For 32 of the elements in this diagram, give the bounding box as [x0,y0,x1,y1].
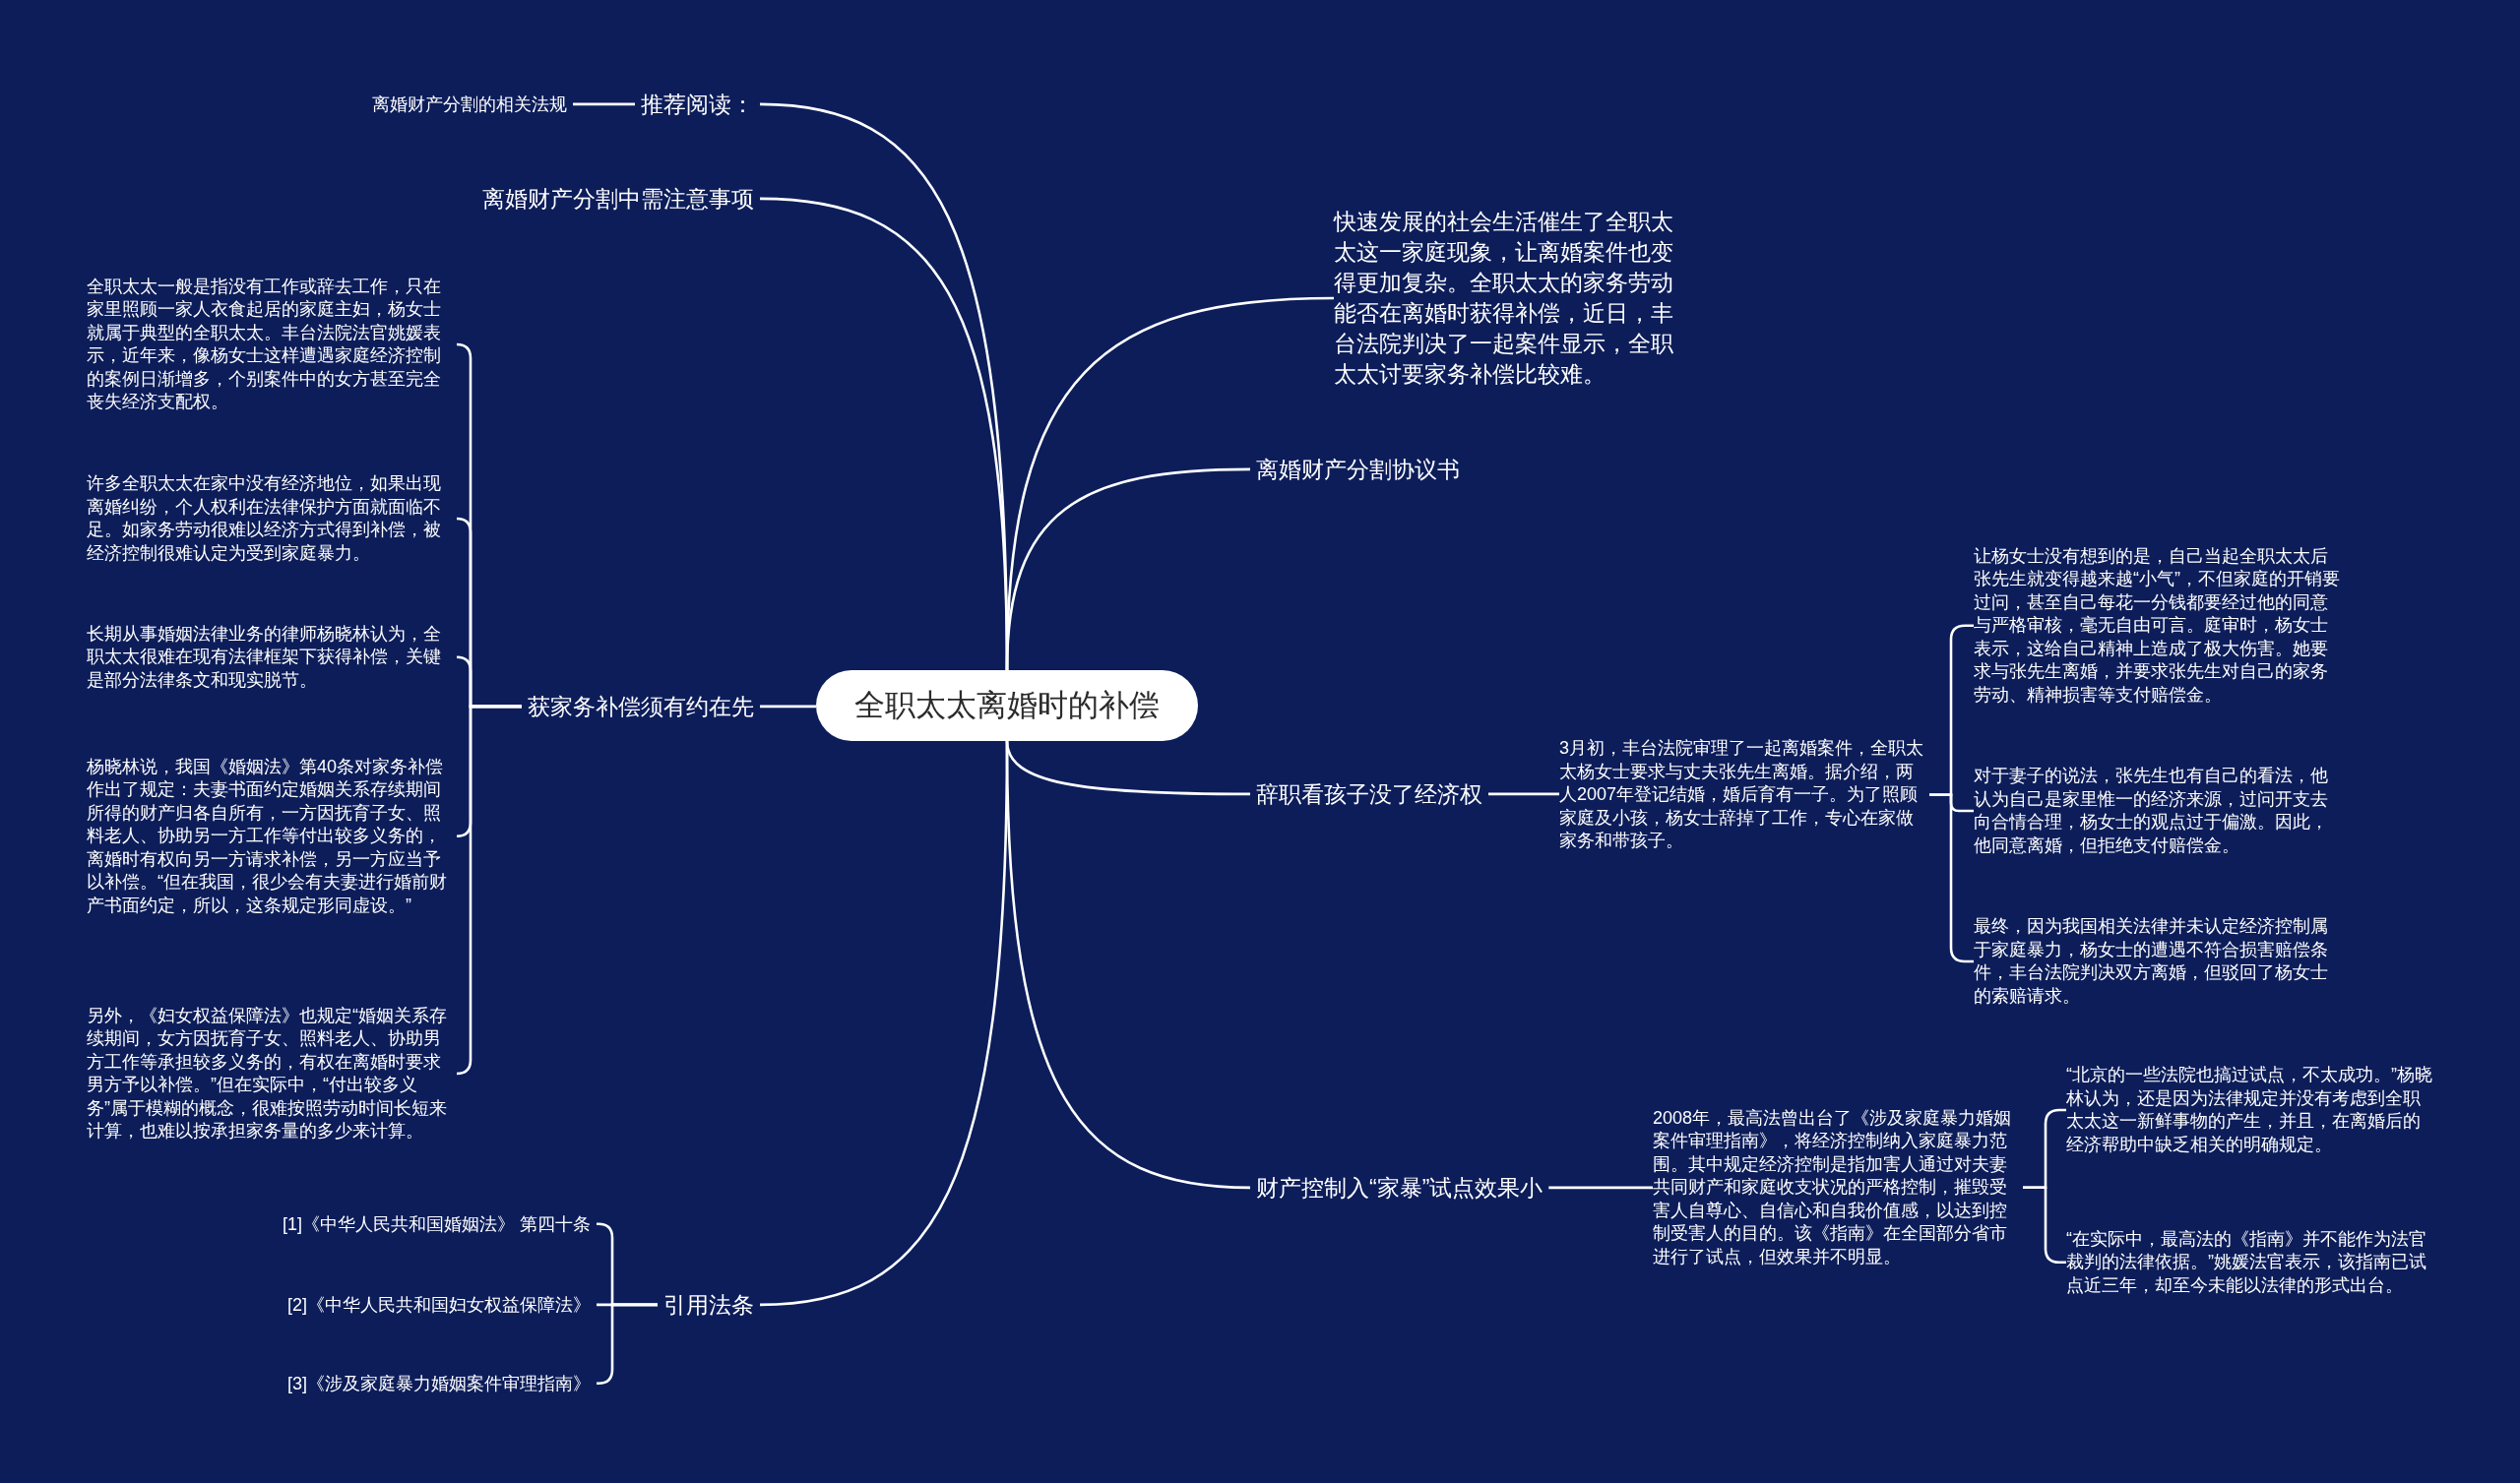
connector-line [573,102,635,106]
topic-label: 推荐阅读： [635,87,760,122]
connector-line [1005,467,1251,671]
note-paragraph: 最终，因为我国相关法律并未认定经济控制属于家庭暴力，杨女士的遭遇不符合损害赔偿条件，丰台法院判决双方离婚，但驳回了杨女士的索赔请求。 [1974,914,2344,1009]
reference-text: [2]《中华人民共和国妇女权益保障法》 [282,1290,597,1319]
note-paragraph: 对于妻子的说法，张先生也有自己的看法，他认为自己是家里惟一的经济来源，过问开支去向合情合理，杨女士的观点过于偏激。因此，他同意离婚，但拒绝支付赔偿金。 [1974,764,2344,858]
note-paragraph: “北京的一些法院也搞过试点，不太成功。”杨晓林认为，还是因为法律规定并没有考虑到全职太太这一新鲜事物的产生，并且，在离婚后的经济帮助中缺乏相关的明确规定。 [2066,1063,2436,1157]
note-paragraph: 让杨女士没有想到的是，自己当起全职太太后张先生就变得越来越“小气”，不但家庭的开销要过问，甚至自己每花一分钱都要经过他的同意与严格审核，毫无自由可言。庭审时，杨女士表示，这给自己精神上造成了极大伤害。她要求与张先生离婚，并要求张先生对自己的家务劳动、精神损害等支付赔偿金。 [1974,543,2344,708]
connector-line [1005,740,1251,1190]
topic-label: 离婚财产分割协议书 [1250,452,1466,487]
note-paragraph: 3月初，丰台法院审理了一起离婚案件，全职太太杨女士要求与丈夫张先生离婚。据介绍，两人2007年登记结婚，婚后育有一子。为了照顾家庭及小孩，杨女士辞掉了工作，专心在家做家务和带孩子。 [1559,736,1929,854]
central-topic-pill: 全职太太离婚时的补偿 [816,670,1198,741]
note-paragraph: 快速发展的社会生活催生了全职太太这一家庭现象，让离婚案件也变得更加复杂。全职太太的家务劳动能否在离婚时获得补偿，近日，丰台法院判决了一起案件显示，全职太太讨要家务补偿比较难。 [1334,206,1692,391]
note-paragraph: 长期从事婚姻法律业务的律师杨晓林认为，全职太太很难在现有法律框架下获得补偿，关键是部分法律条文和现实脱节。 [87,621,457,693]
connector-line [1488,792,1559,796]
reference-text: [1]《中华人民共和国婚姻法》 第四十条 [277,1209,597,1238]
note-paragraph: 另外，《妇女权益保障法》也规定“婚姻关系存续期间，女方因抚育子女、照料老人、协助男方工作等承担较多义务的，有权在离婚时要求男方予以补偿。”但在实际中，“付出较多义务”属于模糊的概念，很难按照劳动时间长短来计算，也难以按承担家务量的多少来计算。 [87,1003,457,1144]
topic-label: 引用法条 [658,1287,760,1323]
note-paragraph: “在实际中，最高法的《指南》并不能作为法官裁判的法律依据。”姚媛法官表示，该指南已试点近三年，却至今未能以法律的形式出台。 [2066,1226,2436,1298]
note-paragraph: 杨晓林说，我国《婚姻法》第40条对家务补偿作出了规定：夫妻书面约定婚姻关系存续期间所得的财产归各自所有，一方因抚育子女、照料老人、协助另一方工作等付出较多义务的，离婚时有权向另一方请求补偿，另一方应当予以补偿。“但在我国，很少会有夫妻进行婚前财产书面约定，所以，这条规定形同虚设。” [87,754,457,918]
topic-label: 离婚财产分割中需注意事项 [476,181,760,216]
note-paragraph: 全职太太一般是指没有工作或辞去工作，只在家里照顾一家人衣食起居的家庭主妇，杨女士就属于典型的全职太太。丰台法院法官姚媛表示，近年来，像杨女士这样遭遇家庭经济控制的案例日渐增多，个别案件中的女方甚至完全丧失经济支配权。 [87,274,457,415]
note-paragraph: 2008年，最高法曾出台了《涉及家庭暴力婚姻案件审理指南》，将经济控制纳入家庭暴力范围。其中规定经济控制是指加害人通过对夫妻共同财产和家庭收支状况的严格控制，摧毁受害人自尊心、自信心和自我价值感，以达到控制受害人的目的。该《指南》在全国部分省市进行了试点，但效果并不明显。 [1653,1105,2023,1269]
topic-label: 获家务补偿须有约在先 [522,689,760,724]
topic-label: 辞职看孩子没了经济权 [1250,776,1488,812]
note-paragraph: 许多全职太太在家中没有经济地位，如果出现离婚纠纷，个人权利在法律保护方面就面临不足。如家务劳动很难以经济方式得到补偿，被经济控制很难认定为受到家庭暴力。 [87,471,457,566]
connector-line [1548,1186,1653,1190]
reference-text: [3]《涉及家庭暴力婚姻案件审理指南》 [282,1369,597,1397]
connector-line [455,705,522,1076]
topic-label: 财产控制入“家暴”试点效果小 [1250,1170,1549,1205]
subtopic-label: 离婚财产分割的相关法规 [366,90,573,118]
connector-line [760,705,816,709]
